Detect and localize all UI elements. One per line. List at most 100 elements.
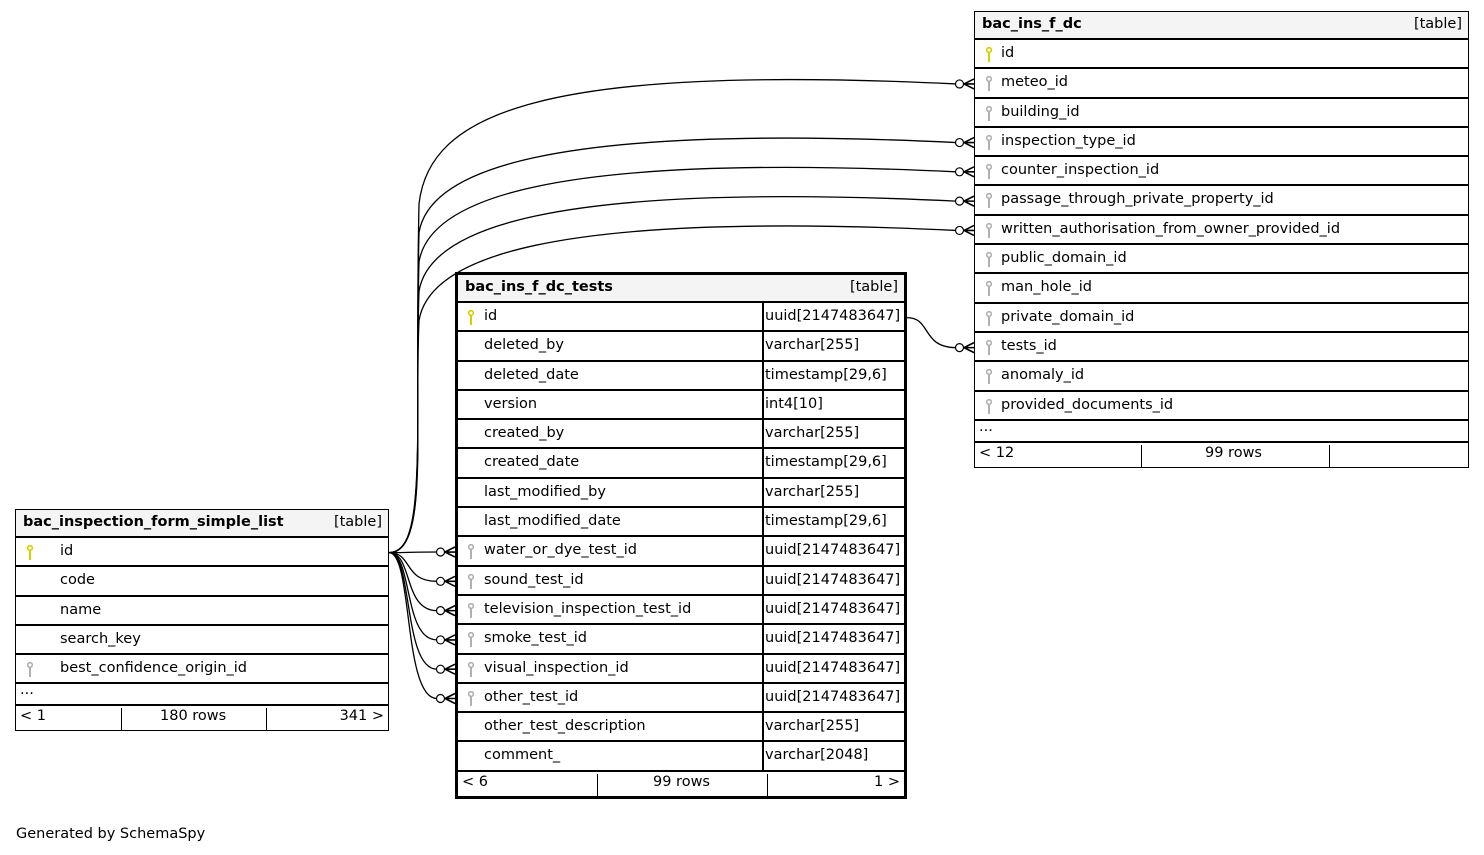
table-bac-ins-f-dc[interactable]: bac_ins_f_dc [table] id meteo_id building_… [974,11,1469,468]
table-header[interactable]: bac_ins_f_dc [table] [975,12,1468,40]
column-name[interactable]: written_authorisation_from_owner_provide… [1001,220,1341,237]
column-name[interactable]: anomaly_id [1001,367,1085,384]
column-name[interactable]: id [484,308,498,324]
column-row[interactable]: comment_varchar[2048] [458,742,904,772]
column-name[interactable]: best_confidence_origin_id [60,660,248,677]
column-row[interactable]: code [16,567,388,597]
column-name[interactable]: water_or_dye_test_id [484,542,637,559]
table-kind: [table] [1413,16,1462,32]
column-row[interactable]: name [16,597,388,626]
table-name[interactable]: bac_inspection_form_simple_list [23,514,284,530]
column-name[interactable]: deleted_date [484,366,579,383]
table-header[interactable]: bac_ins_f_dc_tests [table] [458,275,904,303]
column-name[interactable]: last_modified_date [484,513,621,530]
table-name[interactable]: bac_ins_f_dc [982,16,1082,32]
column-name[interactable]: smoke_test_id [484,630,587,647]
column-name[interactable]: counter_inspection_id [1001,162,1160,179]
generated-by-label: Generated by SchemaSpy [16,826,206,842]
column-row[interactable]: id [975,40,1468,70]
column-row[interactable]: tests_id [975,333,1468,363]
table-bac-inspection-form-simple-list[interactable]: bac_inspection_form_simple_list [table] … [15,509,389,732]
column-row[interactable]: search_key [16,626,388,656]
column-type: timestamp[29,6] [765,454,887,471]
column-row[interactable]: public_domain_id [975,245,1468,275]
column-name[interactable]: man_hole_id [1001,279,1092,296]
column-name[interactable]: comment_ [484,747,561,764]
column-row[interactable]: passage_through_private_property_id [975,186,1468,216]
column-name[interactable]: id [1001,45,1015,61]
column-name[interactable]: meteo_id [1001,74,1069,91]
column-name[interactable]: deleted_by [484,337,564,354]
crows-foot-icon [444,634,456,646]
column-row[interactable]: written_authorisation_from_owner_provide… [975,216,1468,246]
table-header[interactable]: bac_inspection_form_simple_list [table] [16,510,388,538]
children-count[interactable]: 1 > [874,773,900,790]
crows-foot-icon [444,692,456,705]
table-name[interactable]: bac_ins_f_dc_tests [465,279,613,295]
foreign-key-icon [986,222,992,239]
foreign-key-icon [468,661,474,678]
column-type: uuid[2147483647] [765,571,901,588]
table-footer: < 1 180 rows 341 > [16,706,388,731]
children-count[interactable]: 341 > [339,708,384,725]
column-name[interactable]: sound_test_id [484,571,584,588]
crows-foot-icon [963,166,975,178]
parents-count[interactable]: < 12 [979,444,1015,461]
column-row[interactable]: anomaly_id [975,362,1468,392]
column-name[interactable]: version [484,395,538,412]
optional-marker-icon [435,635,446,645]
column-name[interactable]: created_by [484,425,565,442]
relationship-line [388,551,438,641]
column-row[interactable]: best_confidence_origin_id [16,655,388,685]
column-name[interactable]: search_key [60,630,141,647]
foreign-key-icon [468,544,474,560]
primary-key-icon [27,545,33,561]
optional-marker-icon [435,693,446,704]
column-name[interactable]: id [60,543,74,559]
column-name[interactable]: other_test_id [484,688,579,705]
row-count: 99 rows [1205,444,1262,461]
column-name[interactable]: visual_inspection_id [484,659,629,676]
column-row[interactable]: id [16,538,388,568]
parents-count[interactable]: < 6 [462,773,488,790]
column-row[interactable]: created_date timestamp[29,6] [458,449,904,479]
column-name[interactable]: public_domain_id [1001,250,1127,267]
column-name[interactable]: code [60,572,95,589]
column-row[interactable]: private_domain_id [975,304,1468,333]
crows-foot-icon [444,546,456,558]
column-name[interactable]: name [60,601,102,618]
column-name[interactable]: last_modified_by [484,483,606,500]
column-row[interactable]: provided_documents_id [975,392,1468,421]
column-name[interactable]: passage_through_private_property_id [1001,191,1274,208]
column-row[interactable]: inspection_type_id [975,128,1468,158]
column-row[interactable]: sound_test_id uuid[2147483647] [458,566,904,596]
column-row[interactable]: meteo_id [975,69,1468,99]
column-name[interactable]: television_inspection_test_id [484,600,692,617]
column-name[interactable]: created_date [484,454,580,471]
column-row[interactable]: building_id [975,99,1468,128]
column-name[interactable]: other_test_description [484,718,646,735]
column-row[interactable]: counter_inspection_id [975,157,1468,187]
column-name[interactable]: tests_id [1001,337,1057,354]
more-columns: ... [975,419,1468,443]
parents-count[interactable]: < 1 [20,708,46,725]
column-name[interactable]: building_id [1001,103,1080,120]
column-row[interactable]: man_hole_id [975,274,1468,304]
column-name[interactable]: inspection_type_id [1001,132,1136,149]
column-name[interactable]: private_domain_id [1001,308,1135,325]
column-name[interactable]: provided_documents_id [1001,396,1174,413]
